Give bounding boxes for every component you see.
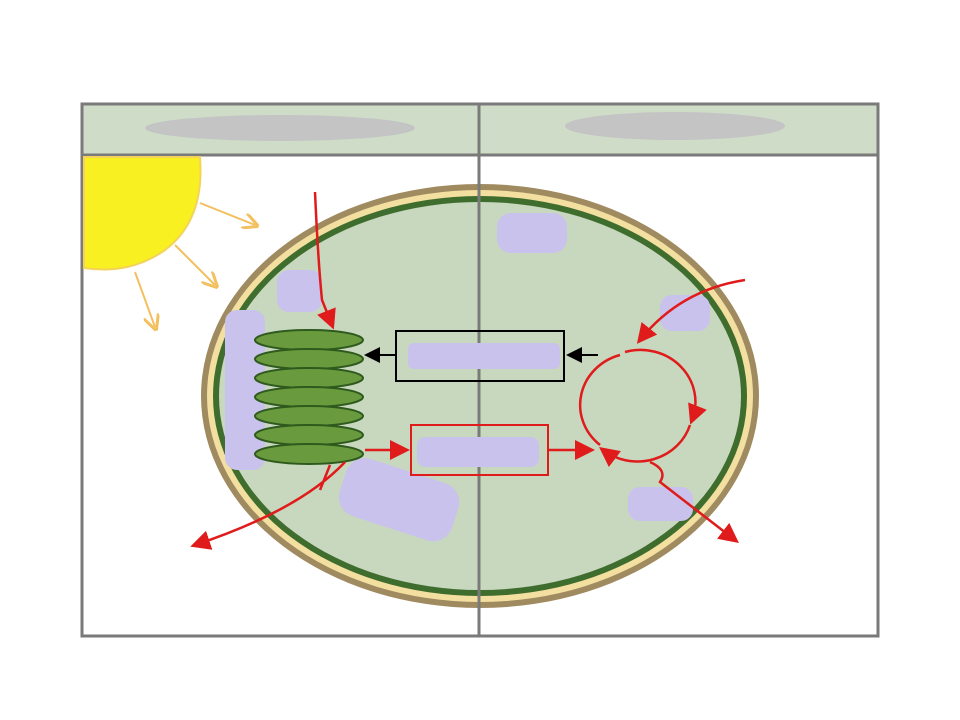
blank-label <box>225 310 265 470</box>
arrow-output-sugar <box>649 460 739 544</box>
blank-label <box>277 270 322 312</box>
top-box-blank-label <box>408 343 560 369</box>
header-left-blank-label <box>145 115 415 141</box>
blank-label <box>628 487 693 521</box>
blank-label <box>660 295 710 331</box>
sun-icon <box>83 156 202 271</box>
granum <box>254 329 364 465</box>
bottom-box-blank-label <box>417 437 539 467</box>
sun-ray <box>199 202 255 225</box>
arrow-input-co2 <box>636 278 746 344</box>
arrow-output-oxygen <box>195 461 346 545</box>
header-right-blank-label <box>565 112 785 140</box>
blank-labels <box>225 213 710 542</box>
sun-ray <box>174 244 215 285</box>
arrow-input-water <box>313 191 336 330</box>
calvin-cycle <box>599 424 692 468</box>
calvin-cycle <box>624 348 707 425</box>
blank-label <box>497 213 567 253</box>
blank-label <box>338 458 460 542</box>
sun-ray <box>134 271 155 327</box>
calvin-cycle <box>578 353 621 446</box>
